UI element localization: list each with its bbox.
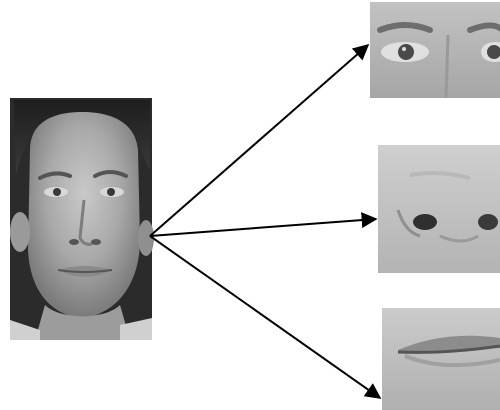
mouth-crop: [382, 308, 500, 410]
arrow-to-nose: [150, 219, 376, 236]
nose-crop: [378, 145, 500, 273]
arrow-to-eyes: [150, 45, 368, 236]
arrow-to-mouth: [150, 236, 380, 398]
face-photo: [10, 98, 154, 340]
arrows: [150, 45, 380, 398]
eyes-crop: [370, 2, 500, 98]
